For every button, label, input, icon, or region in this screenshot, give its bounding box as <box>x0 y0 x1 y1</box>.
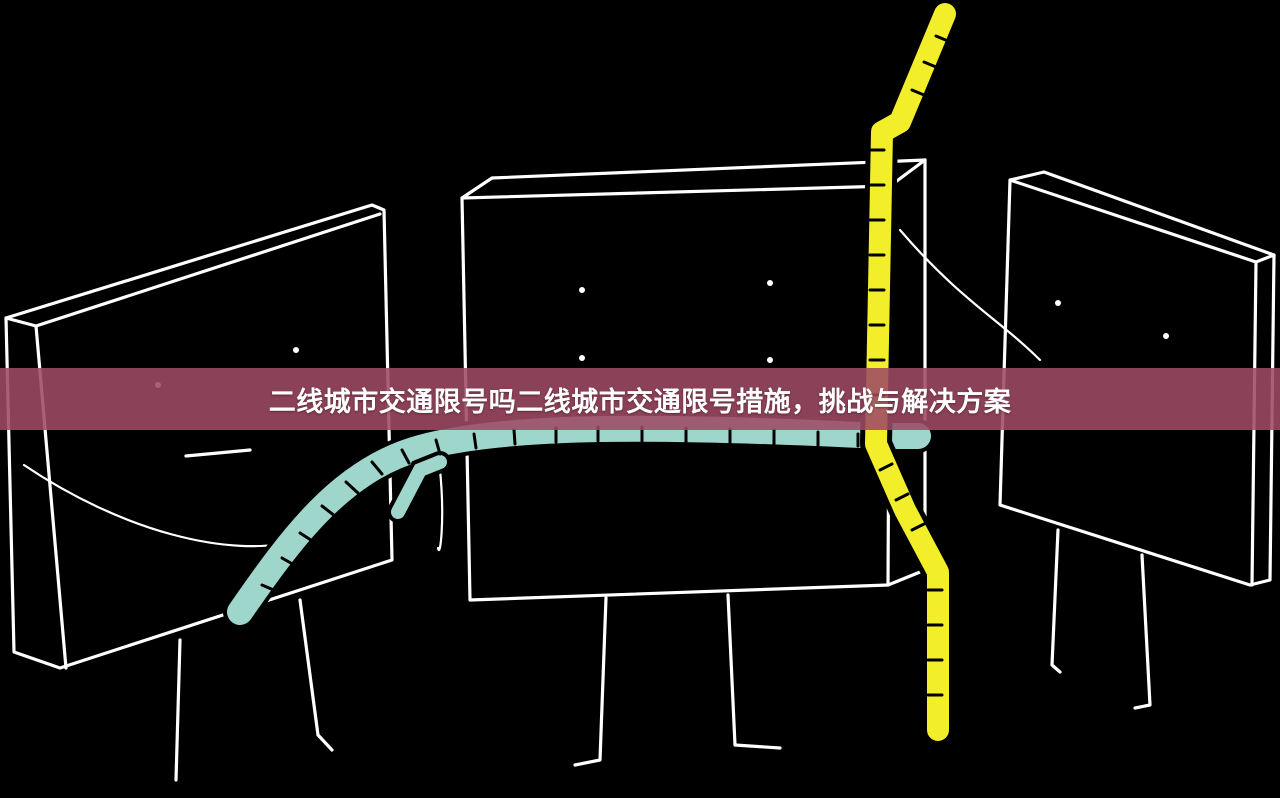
title-banner: 二线城市交通限号吗二线城市交通限号措施，挑战与解决方案 <box>0 368 1280 430</box>
banner-title: 二线城市交通限号吗二线城市交通限号措施，挑战与解决方案 <box>268 386 1012 418</box>
middle-box-figure <box>436 158 927 767</box>
right-box-figure <box>898 170 1276 710</box>
left-box-figure <box>4 203 394 782</box>
teal-measuring-tape <box>223 411 935 629</box>
